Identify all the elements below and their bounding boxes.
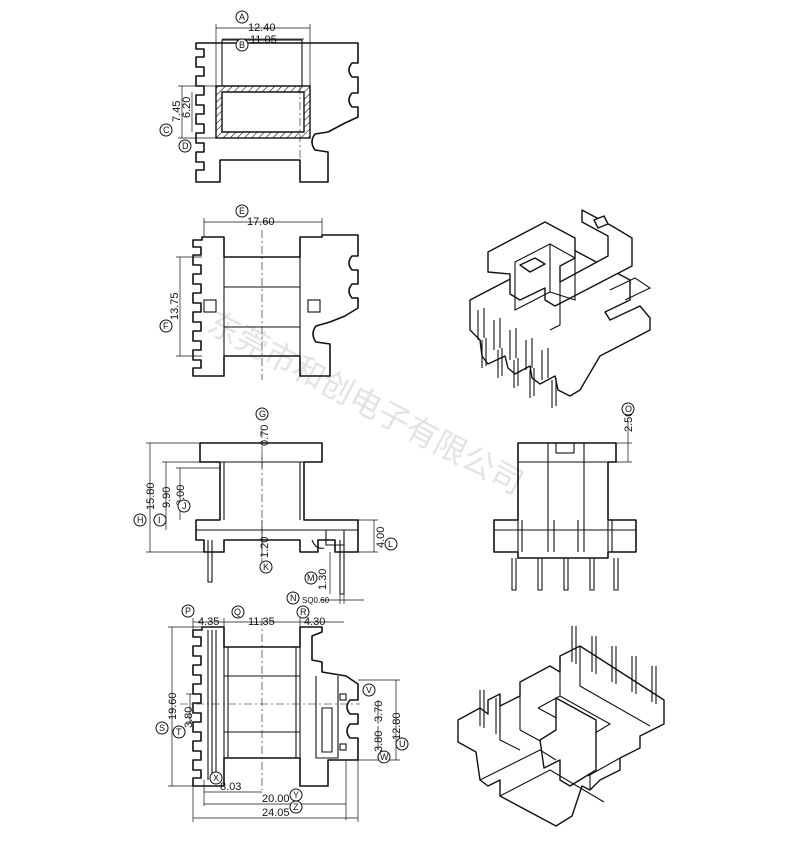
dim-bottom-core: 11.35 — [248, 616, 275, 628]
top-view-outline — [195, 42, 359, 183]
label-r: R — [300, 607, 307, 617]
label-e: E — [239, 206, 245, 216]
label-t: T — [176, 727, 182, 737]
label-w: W — [380, 752, 389, 762]
bottom-view: 4.35 11.35 4.30 19.60 3.80 12.80 3.70 3.… — [155, 604, 409, 822]
label-x: X — [213, 773, 219, 783]
label-h: H — [137, 515, 144, 525]
side-view-right: 2.50 O — [493, 402, 637, 591]
label-j: J — [182, 501, 187, 511]
dim-top-height-inner: 6.20 — [181, 97, 193, 118]
label-k: K — [263, 562, 269, 572]
dim-front-width: 17.60 — [247, 216, 275, 228]
label-c: C — [163, 125, 170, 135]
dim-top-height-outer: 7.45 — [171, 101, 183, 122]
label-f: F — [163, 321, 169, 331]
front-view: 17.60 13.75 E F — [159, 204, 359, 380]
front-view-outline — [192, 234, 359, 377]
isometric-view-bottom — [457, 626, 665, 827]
label-l: L — [388, 539, 393, 549]
dim-bottom-offset: 8.03 — [220, 781, 241, 793]
side-view-left: 0.70 15.80 9.90 8.00 4.00 1.20 1.30 SQ0.… — [133, 407, 398, 605]
label-v: V — [366, 685, 372, 695]
dim-side-pin-len: 1.30 — [317, 569, 329, 590]
dim-bottom-left-flange: 4.35 — [198, 616, 219, 628]
label-n: N — [290, 593, 297, 603]
label-o: O — [625, 404, 632, 414]
dim-bottom-right-height: 12.80 — [391, 712, 403, 740]
dim-front-height: 13.75 — [169, 292, 181, 320]
label-m: M — [307, 573, 315, 583]
label-s: S — [159, 723, 165, 733]
label-d: D — [182, 141, 189, 151]
dim-side-base-gap: 1.20 — [259, 537, 271, 558]
dim-bottom-right-flange: 4.30 — [304, 616, 325, 628]
isometric-view-top — [469, 209, 652, 408]
dim-bottom-pin-span: 20.00 — [262, 793, 290, 805]
dim-bottom-pitch-left: 3.80 — [183, 707, 195, 728]
side-left-outline — [195, 442, 359, 553]
dim-bottom-height: 19.60 — [167, 692, 179, 720]
dim-bottom-pitch-right-b: 3.80 — [373, 731, 385, 752]
dim-top-width-inner: 11.05 — [250, 34, 277, 46]
dim-bottom-pitch-right-a: 3.70 — [373, 701, 385, 722]
label-u: U — [399, 739, 406, 749]
dim-top-width-outer: 12.40 — [248, 22, 276, 34]
label-z: Z — [293, 802, 299, 812]
label-b: B — [239, 40, 245, 50]
dim-side-pin-sq: SQ0.60 — [302, 596, 330, 605]
label-q: Q — [234, 607, 241, 617]
dim-side-right-top: 2.50 — [623, 411, 635, 432]
top-view: 12.40 11.05 7.45 6.20 A B C D — [159, 10, 359, 183]
top-core-section-inner — [221, 91, 305, 133]
label-g: G — [259, 409, 266, 419]
label-a: A — [239, 12, 245, 22]
dim-bottom-overall: 24.05 — [262, 807, 290, 819]
top-core-slot — [221, 39, 303, 87]
label-y: Y — [293, 790, 299, 800]
dim-side-gap-top: 0.70 — [259, 425, 271, 446]
dim-side-pin-zone: 4.00 — [375, 527, 387, 548]
dim-side-total: 15.80 — [145, 482, 157, 510]
label-p: P — [185, 606, 191, 616]
dim-side-mid: 9.90 — [161, 487, 173, 508]
label-i: I — [158, 515, 161, 525]
